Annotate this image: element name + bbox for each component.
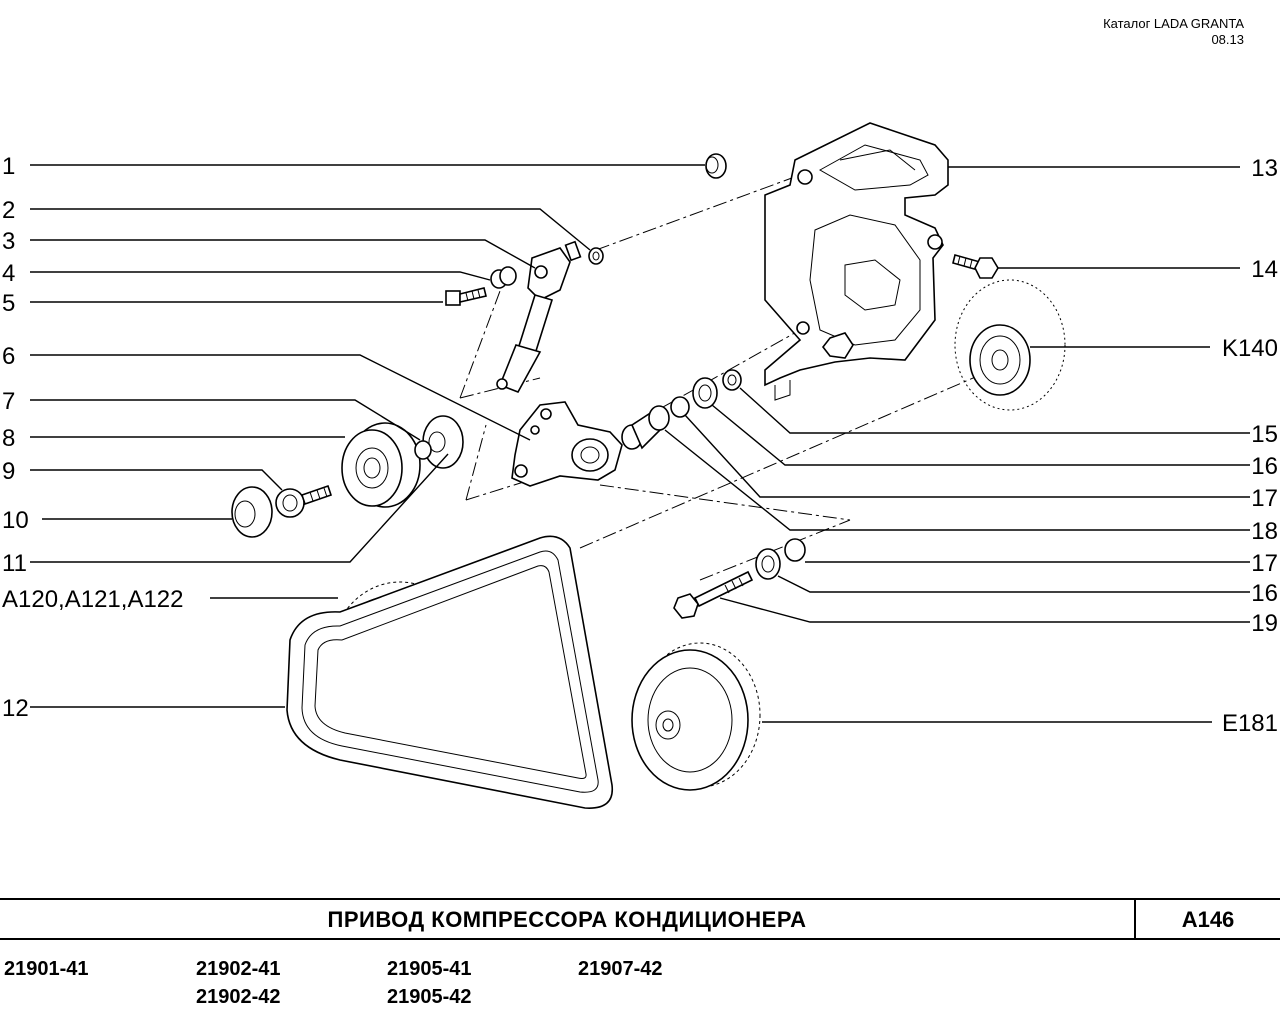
tensioner-lever-6 bbox=[511, 401, 623, 487]
generator-K140 bbox=[954, 279, 1066, 411]
callout-E181: E181 bbox=[1222, 710, 1278, 737]
belt-12 bbox=[286, 535, 614, 809]
bolt-9 bbox=[275, 484, 333, 518]
sheet-code: A146 bbox=[1181, 907, 1235, 932]
callout-19: 19 bbox=[1251, 610, 1278, 637]
callout-8: 8 bbox=[2, 425, 15, 452]
model-code: 21907-42 bbox=[578, 958, 663, 980]
spacers-15-18 bbox=[621, 369, 806, 580]
idler-pulley-8 bbox=[341, 422, 421, 508]
callout-16b: 16 bbox=[1251, 580, 1278, 607]
sleeve-1 bbox=[705, 153, 727, 179]
callout-5: 5 bbox=[2, 290, 15, 317]
title-divider bbox=[1134, 900, 1136, 938]
callout-16: 16 bbox=[1251, 453, 1278, 480]
compressor-E181 bbox=[631, 642, 761, 791]
callout-K140: K140 bbox=[1222, 335, 1278, 362]
callout-17: 17 bbox=[1251, 485, 1278, 512]
callout-10: 10 bbox=[2, 507, 29, 534]
callout-15: 15 bbox=[1251, 421, 1278, 448]
callout-1: 1 bbox=[2, 153, 15, 180]
callout-9: 9 bbox=[2, 458, 15, 485]
callout-14: 14 bbox=[1251, 256, 1278, 283]
callout-18: 18 bbox=[1251, 518, 1278, 545]
callout-7: 7 bbox=[2, 388, 15, 415]
callouts-right: 13 14 K140 15 16 17 18 17 16 19 E181 bbox=[1222, 155, 1278, 737]
model-code: 21905-41 bbox=[387, 958, 472, 980]
bushing-4 bbox=[490, 266, 517, 289]
leader-lines-left bbox=[30, 164, 705, 708]
callout-4: 4 bbox=[2, 260, 15, 287]
callout-3: 3 bbox=[2, 228, 15, 255]
bolt-5 bbox=[445, 287, 487, 306]
callouts-left: 1 2 3 4 5 6 7 8 9 10 11 A120,A121,A122 1… bbox=[2, 153, 184, 722]
callout-12: 12 bbox=[2, 695, 29, 722]
tensioner-rod-3 bbox=[496, 240, 582, 393]
callout-17b: 17 bbox=[1251, 550, 1278, 577]
catalog-name: Каталог LADA GRANTA bbox=[1103, 16, 1244, 31]
cap-10 bbox=[231, 486, 273, 538]
washer-2 bbox=[588, 247, 604, 265]
bolt-14 bbox=[952, 254, 999, 279]
bracket-13 bbox=[764, 122, 949, 401]
leader-lines-right bbox=[664, 166, 1250, 723]
callout-13: 13 bbox=[1251, 155, 1278, 182]
model-code: 21901-41 bbox=[4, 958, 89, 980]
callout-6: 6 bbox=[2, 343, 15, 370]
catalog-header: Каталог LADA GRANTA 08.13 bbox=[1103, 16, 1244, 48]
bolt-11 bbox=[414, 440, 432, 460]
bolt-19 bbox=[673, 570, 754, 619]
catalog-date: 08.13 bbox=[1211, 32, 1244, 47]
model-code: 21905-42 bbox=[387, 986, 472, 1008]
callout-11: 11 bbox=[2, 550, 27, 577]
model-code: 21902-41 bbox=[196, 958, 281, 980]
callout-2: 2 bbox=[2, 197, 15, 224]
model-code: 21902-42 bbox=[196, 986, 281, 1008]
callout-A120: A120,A121,A122 bbox=[2, 586, 184, 613]
parts-diagram: 1 2 3 4 5 6 7 8 9 10 11 A120,A121,A122 1… bbox=[2, 122, 1278, 809]
page-title: ПРИВОД КОМПРЕССОРА КОНДИЦИОНЕРА bbox=[327, 907, 807, 932]
title-bar: ПРИВОД КОМПРЕССОРА КОНДИЦИОНЕРА A146 bbox=[0, 898, 1280, 940]
